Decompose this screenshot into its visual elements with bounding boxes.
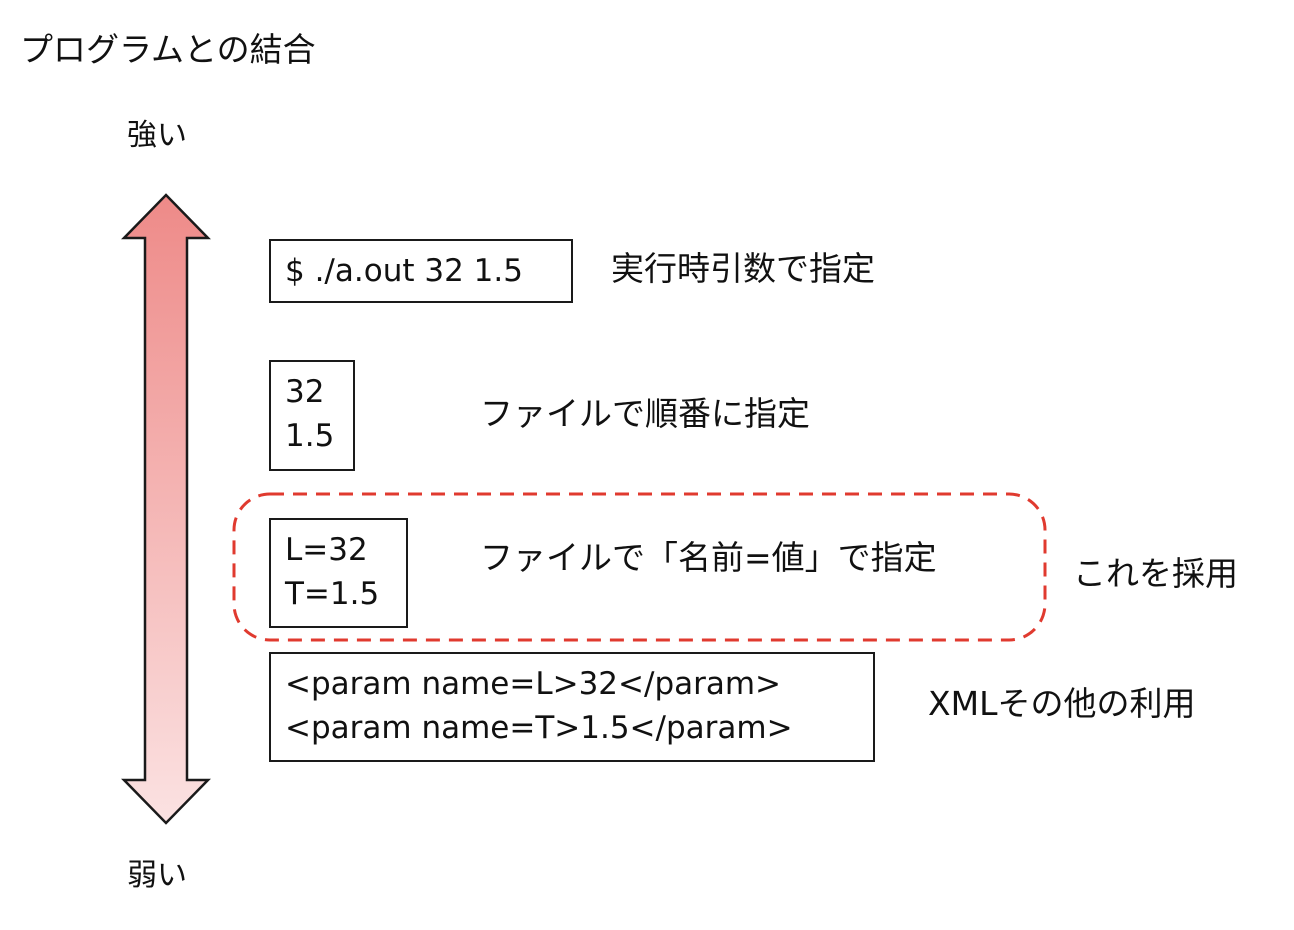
- named-file-description: ファイルで「名前=値」で指定: [480, 538, 937, 577]
- adopted-label: これを採用: [1073, 554, 1238, 593]
- named-file-example: L=32 T=1.5: [269, 518, 408, 628]
- example-line: L=32: [285, 532, 368, 568]
- command-line-example: $ ./a.out 32 1.5: [269, 239, 573, 303]
- command-line-description: 実行時引数で指定: [611, 249, 875, 288]
- example-line: $ ./a.out 32 1.5: [285, 253, 523, 289]
- ordered-file-description: ファイルで順番に指定: [480, 394, 810, 433]
- diagram-title: プログラムとの結合: [20, 30, 316, 69]
- example-line: <param name=T>1.5</param>: [285, 710, 793, 746]
- example-line: 32: [285, 374, 325, 410]
- example-line: T=1.5: [285, 576, 380, 612]
- strong-label: 強い: [127, 118, 187, 153]
- weak-label: 弱い: [127, 858, 187, 893]
- double-arrow-shape: [121, 193, 211, 825]
- adopted-highlight-frame: [232, 492, 1047, 642]
- example-line: <param name=L>32</param>: [285, 666, 782, 702]
- example-line: 1.5: [285, 418, 335, 454]
- ordered-file-example: 32 1.5: [269, 360, 355, 471]
- xml-description: XMLその他の利用: [928, 684, 1196, 723]
- coupling-arrow: [121, 193, 211, 825]
- xml-example: <param name=L>32</param> <param name=T>1…: [269, 652, 875, 762]
